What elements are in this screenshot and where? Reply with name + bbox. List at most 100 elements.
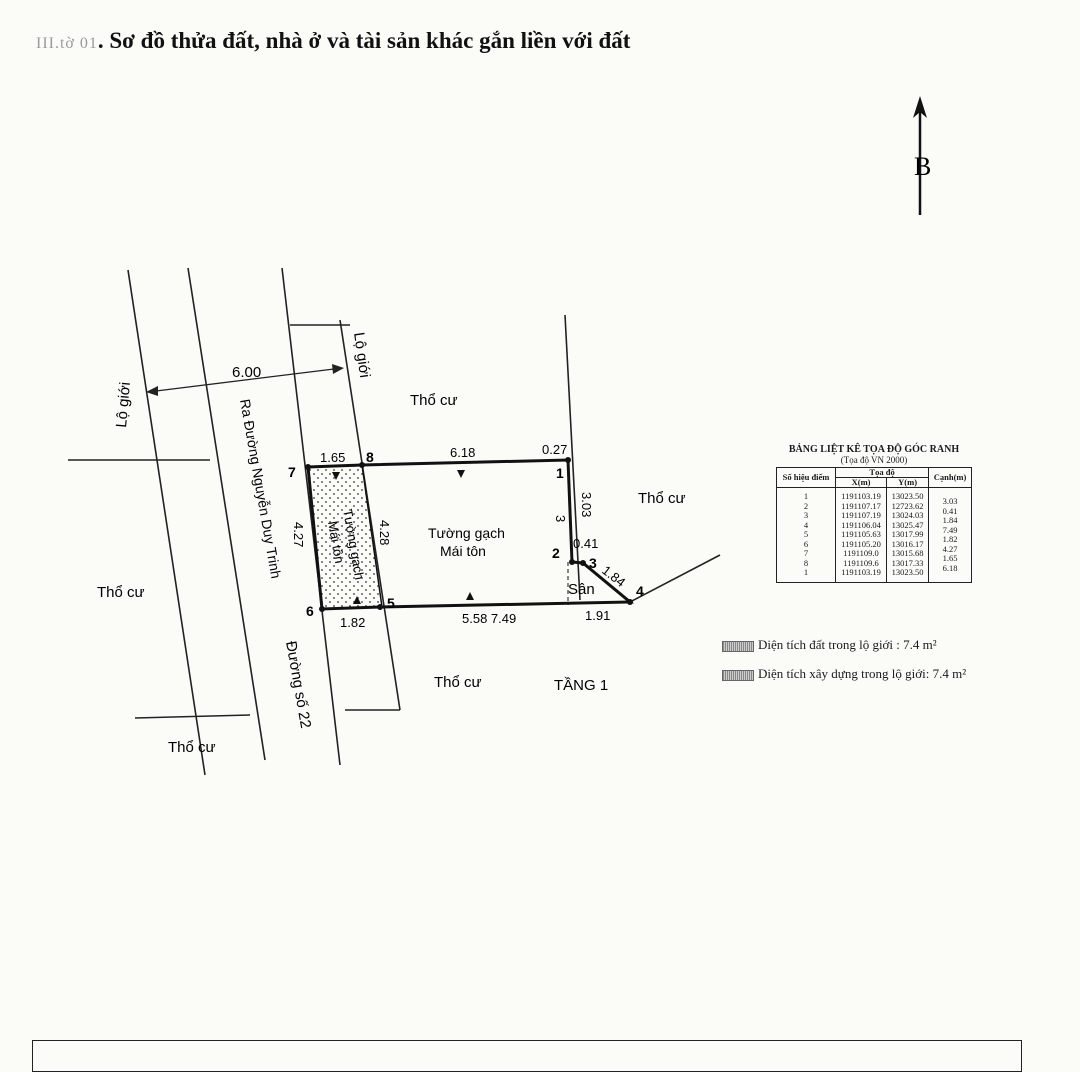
point-3: 3 (589, 555, 597, 571)
boundary-points (305, 457, 633, 612)
dim-4-5: 1.91 (585, 608, 610, 623)
edge-dimensions: 1.65 6.18 0.27 3.03 3 0.41 1.84 1.91 5.5… (291, 442, 628, 630)
legend-build-text: Diện tích xây dựng trong lộ giới: 7.4 m² (758, 666, 967, 681)
header-toa-do: Tọa độ (835, 467, 930, 478)
dim-1-2b: 3 (553, 515, 568, 522)
land-plot-diagram: B 6.00 1 2 3 4 5 6 (68, 96, 931, 776)
point-7: 7 (288, 464, 296, 480)
table-row: 6 (803, 538, 809, 549)
table-cell: 1.65 (942, 553, 958, 563)
table-cell: 7.49 (942, 524, 958, 535)
dim-2-3: 0.41 (573, 536, 598, 551)
edge-arrows (332, 470, 474, 604)
tho-cu-left: Thổ cư (97, 584, 145, 601)
title-prefix: III.tờ 01 (36, 35, 98, 52)
dim-1-2a: 3.03 (579, 492, 594, 517)
table-row: 4 (803, 519, 809, 530)
table-row: 1 (803, 567, 809, 577)
point-8: 8 (366, 449, 374, 465)
table-cell: 13017.99 (891, 529, 924, 539)
strip-label-2: Mái tôn (325, 520, 347, 565)
header-point: Số hiệu điểm (775, 467, 837, 488)
lo-gioi-left: Lộ giới (113, 381, 134, 428)
tho-cu-right: Thổ cư (638, 490, 686, 507)
dim-7-8: 1.65 (320, 450, 345, 465)
table-cell: 1.84 (942, 515, 958, 525)
page-title: III.tờ 01. Sơ đồ thửa đất, nhà ở và tài … (36, 28, 630, 54)
table-cell: 1191103.19 (841, 491, 881, 501)
table-cell: 0.41 (942, 505, 958, 516)
tho-cu-bottom: Thổ cư (434, 674, 482, 691)
building-label: Tường gạch (428, 525, 505, 541)
table-row: 2 (803, 500, 809, 511)
road-name-1: Ra Đường Nguyễn Duy Trinh (237, 398, 284, 580)
legend-build-area: Diện tích xây dựng trong lộ giới: 7.4 m² (722, 666, 966, 682)
col-y: 13023.50 12723.62 13024.03 13025.47 1301… (886, 487, 930, 583)
dim-3-4: 1.84 (599, 563, 628, 590)
table-cell: 13017.33 (891, 557, 924, 568)
point-labels: 1 2 3 4 5 6 7 8 (288, 449, 644, 619)
title-text: . Sơ đồ thửa đất, nhà ở và tài sản khác … (97, 28, 631, 53)
point-4: 4 (636, 583, 644, 599)
table-cell: 1191109.6 (843, 557, 879, 568)
bottom-frame (32, 1040, 1022, 1072)
table-cell: 13016.17 (891, 538, 924, 549)
table-cell: 6.18 (942, 562, 958, 573)
legend-land-area: Diện tích đất trong lộ giới : 7.4 m² (722, 637, 937, 653)
table-title: BẢNG LIỆT KÊ TỌA ĐỘ GÓC RANH (788, 444, 960, 455)
table: Số hiệu điểm Tọa độ Cạnh(m) X(m) Y(m) 1 … (775, 467, 972, 583)
dim-5-mid: 5.58 7.49 (462, 611, 516, 626)
road-name-2: Đường số 22 (282, 640, 314, 730)
dim-7-6: 4.27 (291, 522, 306, 547)
table-row: 5 (803, 529, 809, 539)
point-2: 2 (552, 545, 560, 561)
table-cell: 13023.50 (891, 567, 924, 577)
floor-label: TẦNG 1 (554, 677, 608, 694)
table-cell: 12723.62 (891, 500, 924, 511)
point-6: 6 (306, 603, 314, 619)
road-width-dimension: 6.00 (146, 364, 344, 396)
table-cell: 4.27 (942, 543, 958, 554)
header-y: Y(m) (886, 477, 930, 488)
table-cell: 13025.47 (891, 519, 924, 530)
road-width-label: 6.00 (232, 364, 261, 381)
col-points: 1 2 3 4 5 6 7 8 1 (775, 487, 837, 583)
table-cell: 13023.50 (891, 491, 924, 501)
hatch-swatch (722, 669, 754, 681)
table-row: 8 (803, 557, 809, 568)
tho-cu-bottom-left: Thổ cư (168, 739, 216, 756)
table-cell: 13015.68 (891, 548, 924, 558)
table-cell: 1191106.04 (841, 519, 881, 530)
coordinate-table: BẢNG LIỆT KÊ TỌA ĐỘ GÓC RANH (Tọa độ VN … (775, 444, 972, 583)
building-roof-label: Mái tôn (440, 543, 486, 559)
table-cell: 1.82 (942, 534, 958, 544)
table-row: 3 (803, 510, 809, 520)
table-cell: 1191105.20 (841, 538, 881, 549)
table-row: 1 (803, 491, 809, 501)
dim-8-1: 6.18 (450, 445, 475, 460)
col-edges: 3.03 0.41 1.84 7.49 1.82 4.27 1.65 6.18 (928, 487, 972, 583)
table-cell: 1191107.17 (841, 500, 881, 511)
header-canh: Cạnh(m) (928, 467, 972, 488)
point-1: 1 (556, 465, 564, 481)
table-subtitle: (Tọa độ VN 2000) (840, 455, 908, 465)
table-cell: 3.03 (942, 496, 958, 506)
legend-land-text: Diện tích đất trong lộ giới : 7.4 m² (758, 637, 937, 652)
setback-strip (308, 465, 382, 609)
point-5: 5 (387, 595, 395, 611)
table-cell: 1191109.0 (843, 548, 879, 558)
lo-gioi-right: Lộ giới (350, 331, 373, 379)
north-arrow: B (913, 96, 931, 215)
dim-6-5: 1.82 (340, 615, 365, 630)
table-cell: 13024.03 (891, 510, 924, 520)
tho-cu-top: Thổ cư (410, 392, 458, 409)
col-x: 1191103.19 1191107.17 1191107.19 1191106… (835, 487, 888, 583)
dim-8-5: 4.28 (377, 520, 392, 545)
yard-label: Sân (568, 581, 595, 598)
table-row: 7 (803, 548, 809, 558)
north-label: B (914, 152, 931, 181)
dim-1-top: 0.27 (542, 442, 567, 457)
table-cell: 1191107.19 (841, 510, 881, 520)
road-lines (68, 267, 721, 776)
table-cell: 1191103.19 (841, 567, 881, 577)
